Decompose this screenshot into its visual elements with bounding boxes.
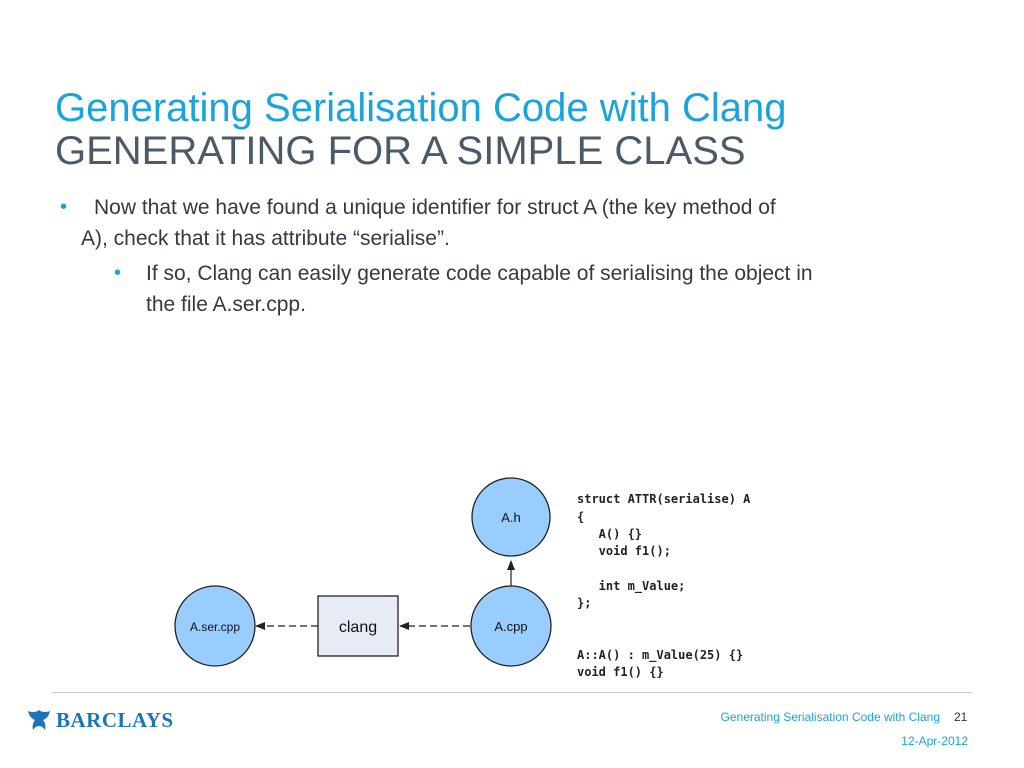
bullet-marker: • xyxy=(60,196,68,218)
node-ah-label: A.h xyxy=(501,510,521,525)
code-line: void f1() {} xyxy=(577,665,664,680)
node-ah xyxy=(471,477,551,557)
barclays-logo: BARCLAYS xyxy=(26,707,174,733)
bullet-text-line1: Now that we have found a unique identifi… xyxy=(94,196,776,219)
brand-wordmark: BARCLAYS xyxy=(56,707,174,732)
code-snippet: struct ATTR(serialise) A { A() {} void f1… xyxy=(577,474,750,699)
code-line: A() {} xyxy=(577,526,643,541)
bullet-text-line2: the file A.ser.cpp. xyxy=(146,293,306,316)
node-clang xyxy=(317,595,399,657)
page-number: 21 xyxy=(954,710,968,724)
bullet-marker: • xyxy=(114,262,122,284)
footer-divider xyxy=(52,692,972,693)
node-aser xyxy=(174,585,256,667)
node-acpp xyxy=(470,585,552,667)
eagle-icon xyxy=(28,710,50,730)
code-line: ​ xyxy=(577,560,750,577)
node-acpp-label: A.cpp xyxy=(494,619,527,634)
node-aser-label: A.ser.cpp xyxy=(190,620,240,634)
code-line: void f1(); xyxy=(577,544,671,559)
bullet-text-line1: If so, Clang can easily generate code ca… xyxy=(146,262,813,285)
slide-subtitle: GENERATING FOR A SIMPLE CLASS xyxy=(55,129,746,173)
code-line: { xyxy=(577,509,585,524)
bullet-text-line2: A), check that it has attribute “seriali… xyxy=(81,227,450,250)
bullet-level2: • If so, Clang can easily generate code … xyxy=(114,258,964,320)
code-line: }; xyxy=(577,596,592,611)
footer-title: Generating Serialisation Code with Clang xyxy=(720,710,940,724)
code-line: int m_Value; xyxy=(577,578,686,593)
code-line: struct ATTR(serialise) A xyxy=(577,492,751,507)
code-line: ​ xyxy=(577,630,750,647)
code-line: A::A() : m_Value(25) {} xyxy=(577,647,744,662)
footer-date: 12-Apr-2012 xyxy=(901,734,968,748)
slide-title: Generating Serialisation Code with Clang xyxy=(55,86,787,130)
node-clang-label: clang xyxy=(339,619,377,636)
bullet-level1: • Now that we have found a unique identi… xyxy=(60,192,950,254)
code-line: ​ xyxy=(577,612,750,629)
